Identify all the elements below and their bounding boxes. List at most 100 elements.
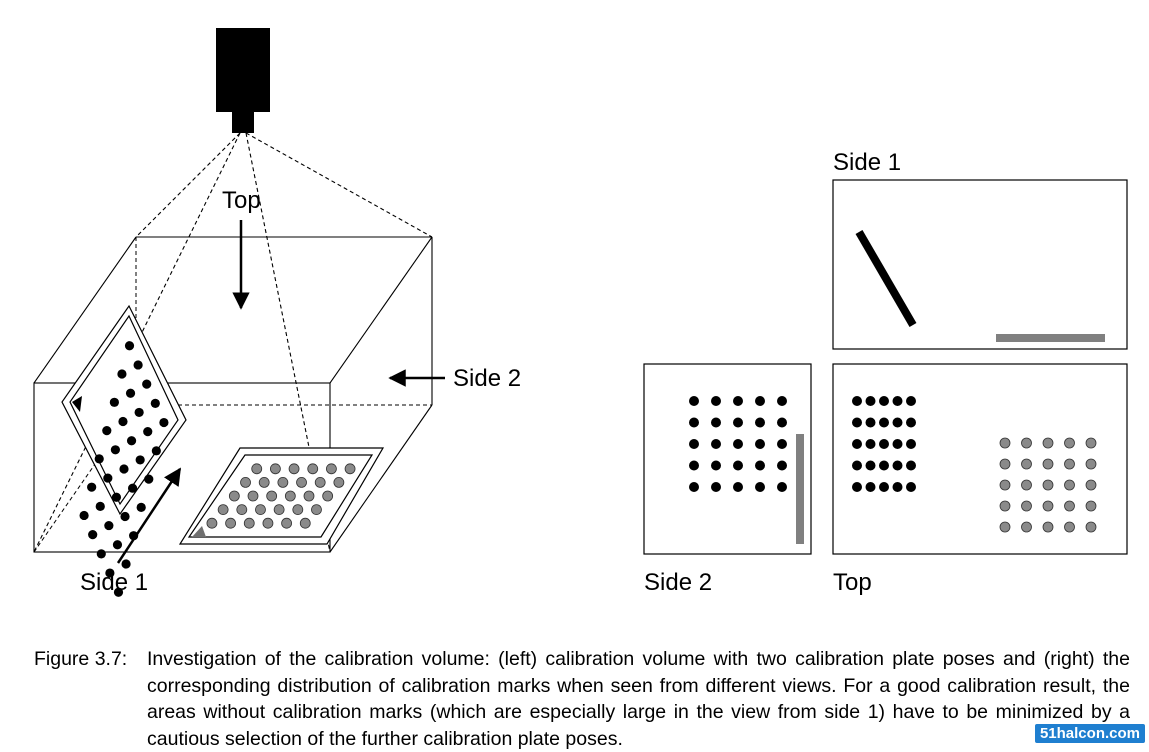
plate-1-marks-side2: [689, 396, 787, 492]
calibration-mark: [892, 460, 903, 471]
calibration-mark: [1064, 521, 1075, 533]
plate-2-marks-top: [999, 437, 1097, 533]
calibration-mark: [865, 482, 876, 492]
calibration-mark: [126, 436, 137, 446]
calibration-mark: [689, 482, 699, 492]
calibration-mark: [118, 416, 128, 427]
calibration-mark: [865, 396, 876, 406]
calibration-mark: [1021, 479, 1032, 491]
view-top-frame: [832, 363, 1128, 555]
calibration-mark: [258, 476, 270, 488]
calibration-mark: [777, 482, 787, 492]
caption-text: Investigation of the calibration volume:…: [147, 648, 1130, 750]
calibration-mark: [112, 540, 123, 550]
watermark-logo: 51halcon.com: [1034, 724, 1145, 743]
calibration-mark: [96, 549, 106, 559]
calibration-mark: [236, 504, 248, 516]
calibration-mark: [999, 521, 1011, 533]
calibration-mark: [777, 439, 787, 449]
camera-body: [216, 28, 270, 112]
calibration-mark: [865, 439, 876, 449]
calibration-mark: [777, 460, 787, 471]
calibration-mark: [1042, 437, 1054, 449]
calibration-mark: [124, 341, 135, 351]
calibration-mark: [277, 476, 289, 488]
calibration-mark: [711, 439, 721, 449]
calibration-mark: [733, 460, 743, 471]
plate-2-marks: [206, 463, 356, 529]
caption-number: Figure 3.7:: [34, 648, 128, 670]
calibration-mark: [314, 476, 326, 488]
calibration-mark: [999, 458, 1011, 470]
calibration-mark: [999, 500, 1011, 512]
calibration-mark: [143, 427, 153, 437]
calibration-mark: [135, 455, 145, 465]
calibration-mark: [892, 482, 903, 492]
calibration-mark: [852, 460, 862, 471]
calibration-mark: [255, 504, 266, 516]
calibration-mark: [733, 417, 743, 428]
calibration-mark: [755, 482, 765, 492]
calibration-mark: [865, 417, 876, 428]
calibration-mark: [251, 463, 263, 475]
calibration-mark: [865, 460, 876, 471]
calibration-mark: [296, 476, 307, 488]
calibration-mark: [892, 439, 903, 449]
view-side2: Side 2: [643, 363, 812, 596]
calibration-mark: [136, 502, 146, 512]
calibration-mark: [1042, 521, 1054, 533]
calibration-mark: [906, 439, 916, 449]
label-side1: Side 1: [80, 569, 148, 596]
calibration-mark: [892, 396, 903, 406]
view-top: Top: [832, 363, 1128, 596]
calibration-mark: [1064, 437, 1075, 449]
camera-lens: [232, 112, 254, 133]
calibration-plate-pose-2: [178, 447, 385, 545]
calibration-mark: [88, 530, 98, 540]
calibration-mark: [269, 463, 281, 475]
calibration-mark: [134, 407, 144, 418]
calibration-mark: [906, 460, 916, 471]
calibration-mark: [892, 417, 903, 428]
calibration-mark: [879, 439, 889, 449]
view-side1-label: Side 1: [833, 149, 901, 176]
calibration-mark: [102, 426, 112, 436]
calibration-mark: [266, 490, 278, 502]
calibration-mark: [879, 460, 889, 471]
calibration-mark: [142, 379, 152, 389]
calibration-mark: [322, 490, 334, 502]
calibration-mark: [133, 360, 143, 370]
calibration-mark: [95, 501, 105, 511]
calibration-mark: [87, 482, 97, 492]
calibration-mark: [852, 396, 862, 406]
calibration-volume-drawing: Top Side 2 Side 1: [33, 28, 521, 597]
calibration-mark: [689, 417, 699, 428]
calibration-mark: [344, 463, 356, 475]
calibration-mark: [852, 417, 862, 428]
calibration-mark: [999, 479, 1011, 491]
calibration-mark: [117, 369, 127, 379]
calibration-mark: [1064, 458, 1075, 470]
calibration-mark: [111, 492, 122, 502]
calibration-mark: [879, 396, 889, 406]
calibration-mark: [1021, 437, 1032, 449]
calibration-mark: [159, 417, 169, 428]
calibration-mark: [879, 417, 889, 428]
calibration-mark: [104, 520, 114, 531]
calibration-mark: [113, 587, 124, 597]
calibration-mark: [303, 490, 315, 502]
calibration-mark: [1021, 458, 1032, 470]
calibration-mark: [240, 476, 251, 488]
calibration-mark: [105, 568, 115, 578]
calibration-mark: [144, 474, 154, 484]
calibration-mark: [1085, 458, 1097, 470]
calibration-mark: [217, 504, 229, 516]
calibration-mark: [1064, 479, 1075, 491]
figure-caption: Figure 3.7: Investigation of the calibra…: [34, 646, 1130, 752]
calibration-mark: [151, 446, 161, 456]
view-top-label: Top: [833, 569, 872, 596]
calibration-mark: [733, 482, 743, 492]
calibration-mark: [852, 439, 862, 449]
calibration-mark: [311, 504, 322, 516]
calibration-mark: [906, 417, 916, 428]
